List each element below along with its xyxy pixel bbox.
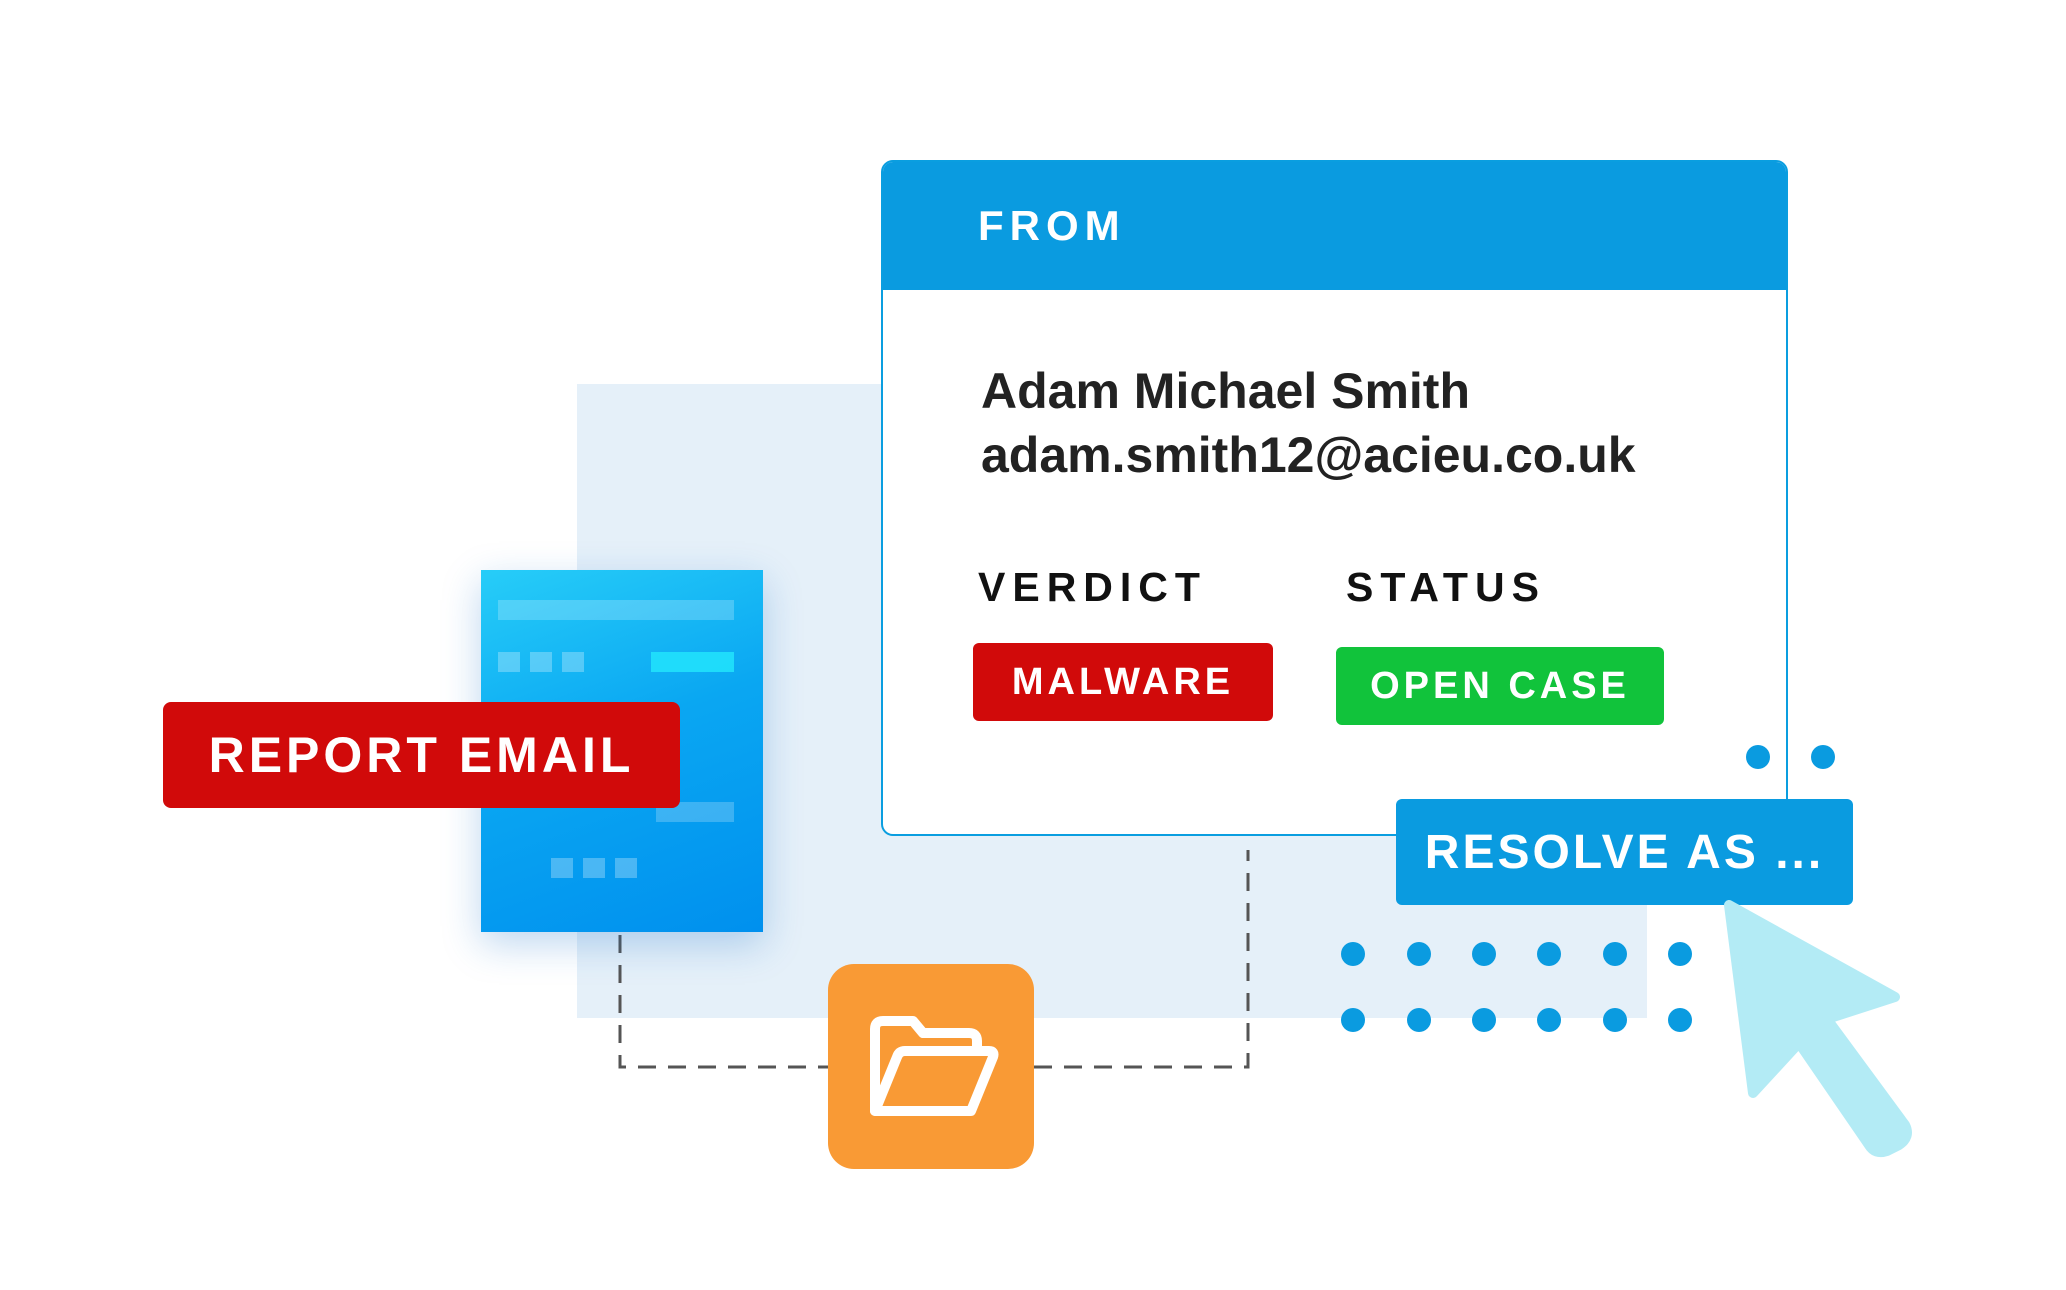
sender-email: adam.smith12@acieu.co.uk	[981, 427, 1636, 483]
decorative-dot	[1537, 942, 1561, 966]
decorative-dot	[1668, 942, 1692, 966]
decorative-dot	[1603, 1008, 1627, 1032]
status-label: STATUS	[1346, 564, 1546, 610]
status-badge: OPEN CASE	[1336, 647, 1664, 725]
decorative-dot	[1341, 1008, 1365, 1032]
decorative-dot	[1341, 942, 1365, 966]
decorative-dot	[1811, 745, 1835, 769]
sender-name: Adam Michael Smith	[981, 363, 1470, 419]
from-label: FROM	[978, 202, 1126, 249]
report-email-label: REPORT EMAIL	[208, 727, 635, 783]
decorative-dot	[1537, 1008, 1561, 1032]
verdict-badge: MALWARE	[973, 643, 1273, 721]
resolve-as-button[interactable]: RESOLVE AS ...	[1396, 799, 1853, 905]
decorative-dot	[1472, 1008, 1496, 1032]
verdict-label: VERDICT	[978, 564, 1207, 610]
verdict-badge-text: MALWARE	[1011, 660, 1235, 703]
decorative-dot	[1668, 1008, 1692, 1032]
email-details-card: FROM Adam Michael Smith adam.smith12@aci…	[881, 160, 1788, 836]
decorative-dot	[1603, 942, 1627, 966]
decorative-dot	[1407, 1008, 1431, 1032]
resolve-as-label: RESOLVE AS ...	[1424, 825, 1825, 879]
pointer-cursor-icon	[1724, 900, 1912, 1158]
folder-glyph	[870, 1015, 999, 1116]
decorative-dot	[1746, 745, 1770, 769]
card-header: FROM	[883, 162, 1786, 290]
folder-open-icon[interactable]	[828, 964, 1034, 1169]
report-email-button[interactable]: REPORT EMAIL	[163, 702, 680, 808]
decorative-dot	[1407, 942, 1431, 966]
status-badge-text: OPEN CASE	[1370, 664, 1630, 707]
decorative-dot	[1472, 942, 1496, 966]
